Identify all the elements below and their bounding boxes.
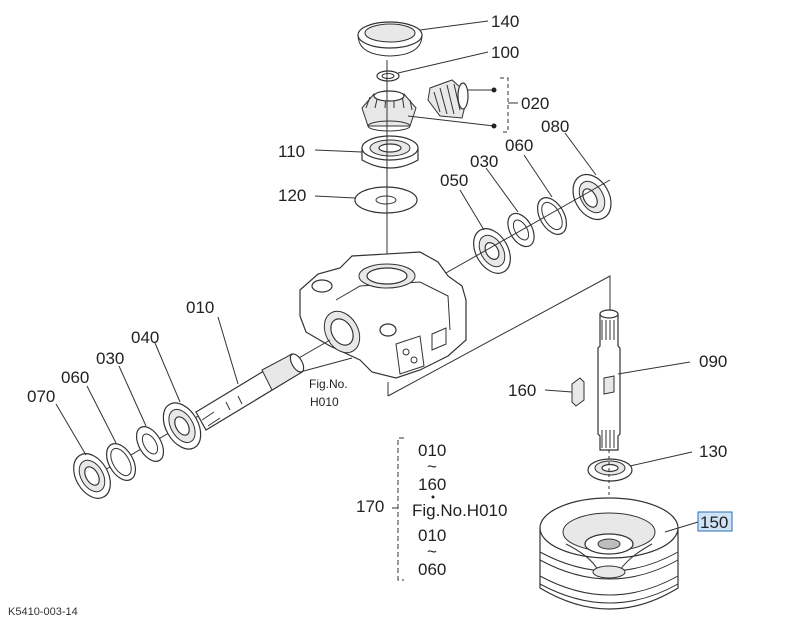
- bracket-170-from2: 010: [418, 526, 446, 545]
- label-100: 100: [491, 43, 519, 62]
- label-110: 110: [278, 142, 305, 161]
- part-140-cap: [357, 21, 423, 57]
- part-130-oil-seal: [587, 458, 633, 482]
- part-060-snap-ring-upper: [536, 197, 568, 235]
- part-040-bearing: [162, 402, 202, 450]
- part-010-shaft: [195, 353, 305, 431]
- footer-code: K5410-003-14: [8, 606, 78, 618]
- label-030-upper: 030: [470, 152, 498, 171]
- part-050-bearing: [473, 228, 511, 274]
- part-120-washer: [354, 186, 418, 214]
- bracket-170-tilde1: ~: [427, 457, 437, 476]
- bracket-170-to2: 060: [418, 560, 446, 579]
- label-010: 010: [186, 298, 214, 317]
- part-020-bevel-gear-side: [427, 79, 469, 119]
- bracket-170-tilde2: ~: [427, 542, 437, 561]
- label-150[interactable]: 150: [700, 513, 728, 532]
- label-160: 160: [508, 381, 536, 400]
- label-150-highlight: [697, 511, 733, 532]
- label-140: 140: [491, 12, 519, 31]
- part-160-key: [571, 377, 585, 407]
- label-060-upper: 060: [505, 136, 533, 155]
- fig-ref-line1: Fig.No.: [309, 377, 348, 391]
- label-090: 090: [699, 352, 727, 371]
- label-040: 040: [131, 328, 159, 347]
- label-030-lower: 030: [96, 349, 124, 368]
- part-020-bevel-gear-upper: [361, 90, 417, 132]
- gearbox-housing: [299, 251, 467, 379]
- part-150-pulley: [539, 497, 679, 610]
- label-120: 120: [278, 186, 306, 205]
- label-020: 020: [521, 94, 549, 113]
- bracket-170-from1: 010: [418, 441, 446, 460]
- label-170: 170: [356, 497, 384, 516]
- part-110-bearing: [361, 135, 419, 169]
- label-050: 050: [440, 171, 468, 190]
- part-060-snap-ring-lower: [105, 443, 137, 481]
- label-060-lower: 060: [61, 368, 89, 387]
- part-070-oil-seal: [73, 453, 111, 499]
- label-070: 070: [27, 387, 55, 406]
- bracket-170-to1: 160: [418, 475, 446, 494]
- part-100-snap-ring: [376, 70, 400, 82]
- fig-ref-line2: H010: [310, 395, 339, 409]
- part-080-oil-seal: [572, 173, 612, 221]
- part-090-output-shaft: [597, 309, 621, 451]
- label-130: 130: [699, 442, 727, 461]
- part-030-washer-lower: [135, 426, 165, 462]
- bracket-170-fig: Fig.No.H010: [412, 501, 507, 520]
- label-080: 080: [541, 117, 569, 136]
